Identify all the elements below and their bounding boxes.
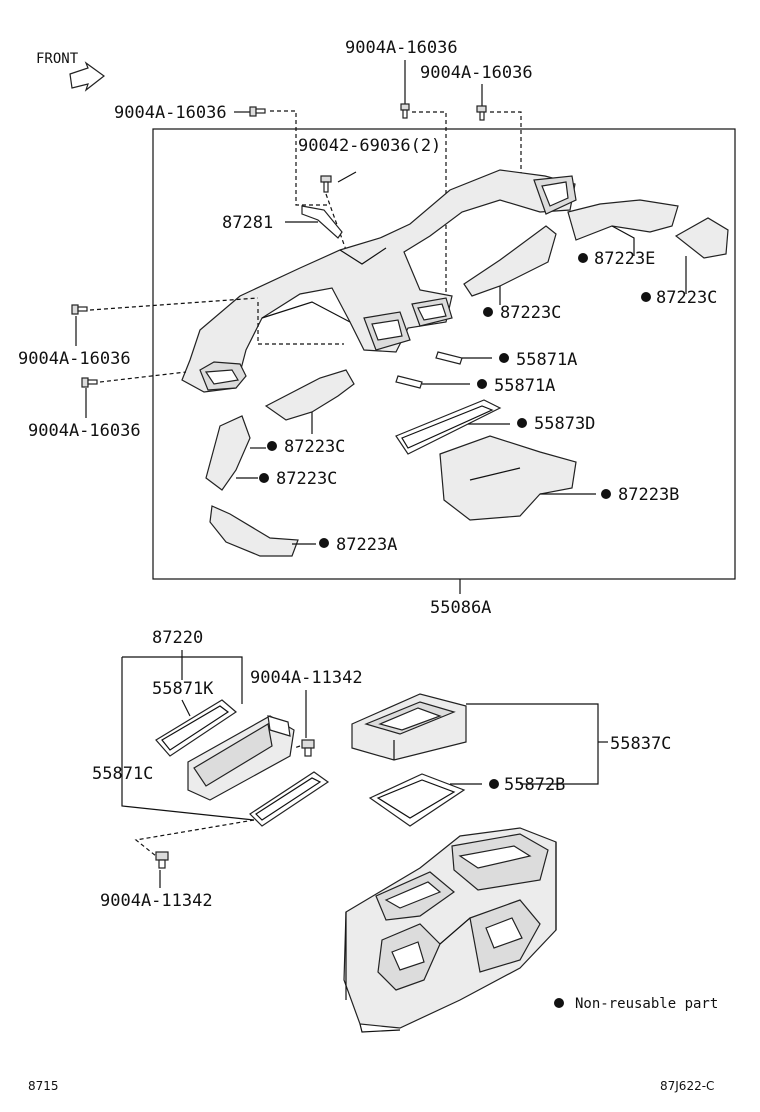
pad-87223C-right: [674, 217, 729, 259]
bolt-icon: [400, 103, 410, 119]
label-87223C-left-2: 87223C: [276, 469, 337, 489]
footer-drawing-code: 87J622-C: [660, 1079, 714, 1093]
gasket-55872B: [368, 773, 466, 827]
label-55871K: 55871K: [152, 679, 214, 699]
screw-icon: [320, 175, 332, 193]
bolt-icon: [476, 105, 487, 121]
bolt-icon: [71, 304, 88, 315]
pad-87223A: [209, 505, 299, 557]
bolt-icon: [155, 851, 169, 869]
legend-nonreusable: Non-reusable part: [575, 996, 718, 1012]
blower-housing-87220: [187, 715, 330, 827]
hvac-heater-unit: [343, 827, 557, 1033]
bolt-icon: [81, 377, 98, 388]
label-bolt-top-center: 9004A-16036: [345, 38, 458, 58]
label-87223A: 87223A: [336, 535, 397, 555]
label-bolt-11342-bottom: 9004A-11342: [100, 891, 213, 911]
label-55837C: 55837C: [610, 734, 671, 754]
label-55871A-2: 55871A: [494, 376, 555, 396]
strip-55871A-2: [395, 375, 423, 389]
label-87223E: 87223E: [594, 249, 655, 269]
footer-page-code: 8715: [28, 1079, 59, 1093]
label-87281: 87281: [222, 213, 273, 233]
bracket-87281: [301, 205, 343, 239]
label-87223C-right: 87223C: [656, 288, 717, 308]
main-duct: [181, 169, 577, 393]
label-55872B: 55872B: [504, 775, 565, 795]
label-bolt-top-right: 9004A-16036: [420, 63, 533, 83]
assembly-box-upper: [152, 128, 736, 580]
label-55086A: 55086A: [430, 598, 491, 618]
front-arrow-icon: [69, 61, 106, 92]
label-bolt-11342-top: 9004A-11342: [250, 668, 363, 688]
bolt-icon: [301, 739, 315, 757]
pad-87223C-left-1: [205, 415, 251, 491]
label-bolt-left-upper: 9004A-16036: [18, 349, 131, 369]
label-87223C-middle: 87223C: [500, 303, 561, 323]
bolt-icon: [249, 106, 266, 117]
label-87223C-left-1: 87223C: [284, 437, 345, 457]
duct-block-55837C: [351, 693, 467, 761]
label-bolt-top-left: 9004A-16036: [114, 103, 227, 123]
strip-55871A-1: [435, 351, 463, 365]
pad-87223C-left-upper: [264, 369, 355, 421]
label-55871C: 55871C: [92, 764, 153, 784]
front-indicator: FRONT: [36, 51, 106, 92]
pad-87223E: [567, 199, 679, 241]
label-screw-group: 90042-69036(2): [298, 136, 441, 156]
label-55871A-1: 55871A: [516, 350, 577, 370]
pad-87223B: [439, 435, 577, 521]
gasket-55871K: [155, 699, 237, 757]
label-bolt-left-lower: 9004A-16036: [28, 421, 141, 441]
gasket-55873D: [395, 399, 502, 455]
label-87223B: 87223B: [618, 485, 679, 505]
label-87220: 87220: [152, 628, 203, 648]
pad-87223C-middle: [463, 225, 557, 297]
label-55873D: 55873D: [534, 414, 595, 434]
front-label: FRONT: [36, 51, 79, 67]
